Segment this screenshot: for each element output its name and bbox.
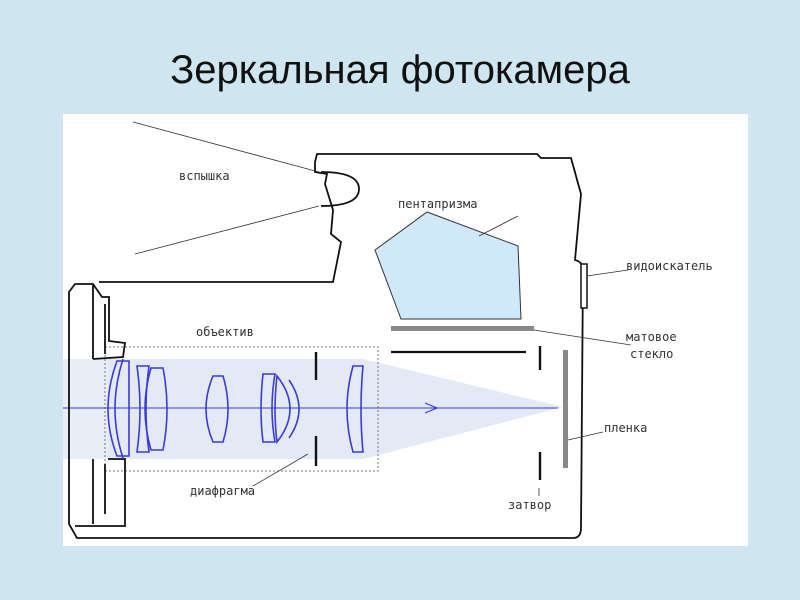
slide-title: Зеркальная фотокамера (170, 48, 630, 92)
eyepiece (580, 263, 588, 309)
label-pentaprism: пентапризма (398, 197, 477, 211)
diagram-panel: вспышка пентапризма видоискатель объекти… (63, 114, 748, 546)
label-film: пленка (604, 421, 647, 435)
focusing-screen (391, 326, 534, 331)
label-viewfinder: видоискатель (626, 259, 713, 273)
label-flash: вспышка (179, 169, 230, 183)
camera-diagram: вспышка пентапризма видоискатель объекти… (63, 121, 713, 539)
label-lens: объектив (196, 325, 254, 339)
flash-rays (132, 121, 320, 255)
lens-dashed-box (104, 346, 379, 472)
light-beam (63, 359, 563, 459)
pentaprism (374, 211, 522, 320)
leader-lines (252, 215, 632, 496)
lens-elements (107, 358, 364, 459)
camera-body (68, 153, 584, 539)
label-focusing-screen-line2: стекло (630, 347, 673, 361)
label-focusing-screen-line1: матовое (626, 330, 677, 344)
label-aperture: диафрагма (190, 484, 255, 498)
label-shutter: затвор (508, 498, 551, 512)
film (563, 350, 568, 468)
